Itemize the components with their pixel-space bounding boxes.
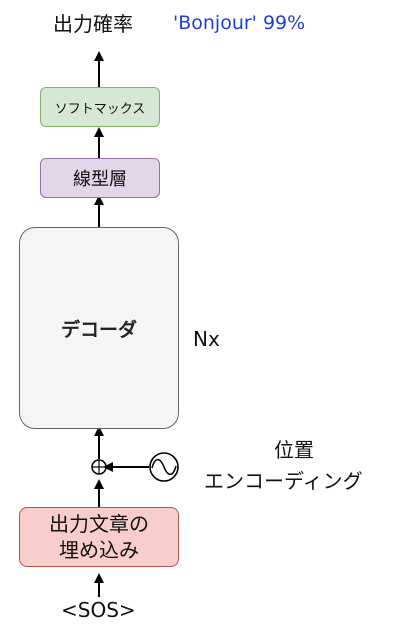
positional-encoding-line2: エンコーディング <box>204 469 363 493</box>
linear-layer-box: 線型層 <box>40 158 160 198</box>
output-embedding-line1: 出力文章の <box>49 512 149 536</box>
sine-wave-icon <box>149 452 179 482</box>
linear-layer-label: 線型層 <box>73 169 127 190</box>
softmax-box: ソフトマックス <box>40 87 160 127</box>
output-probability-value: 'Bonjour' 99% <box>173 12 306 34</box>
output-embedding-line2: 埋め込み <box>59 538 139 562</box>
decoder-label: デコーダ <box>60 318 137 341</box>
sos-token-label: <SOS> <box>61 598 136 622</box>
output-embedding-box: 出力文章の 埋め込み <box>19 507 179 567</box>
decoder-repeat-label: Nx <box>193 327 220 351</box>
add-symbol-icon <box>91 459 107 475</box>
softmax-label: ソフトマックス <box>54 101 146 117</box>
decoder-block: デコーダ <box>19 227 179 429</box>
output-probability-label: 出力確率 <box>53 12 133 36</box>
positional-encoding-line1: 位置 <box>274 438 314 462</box>
